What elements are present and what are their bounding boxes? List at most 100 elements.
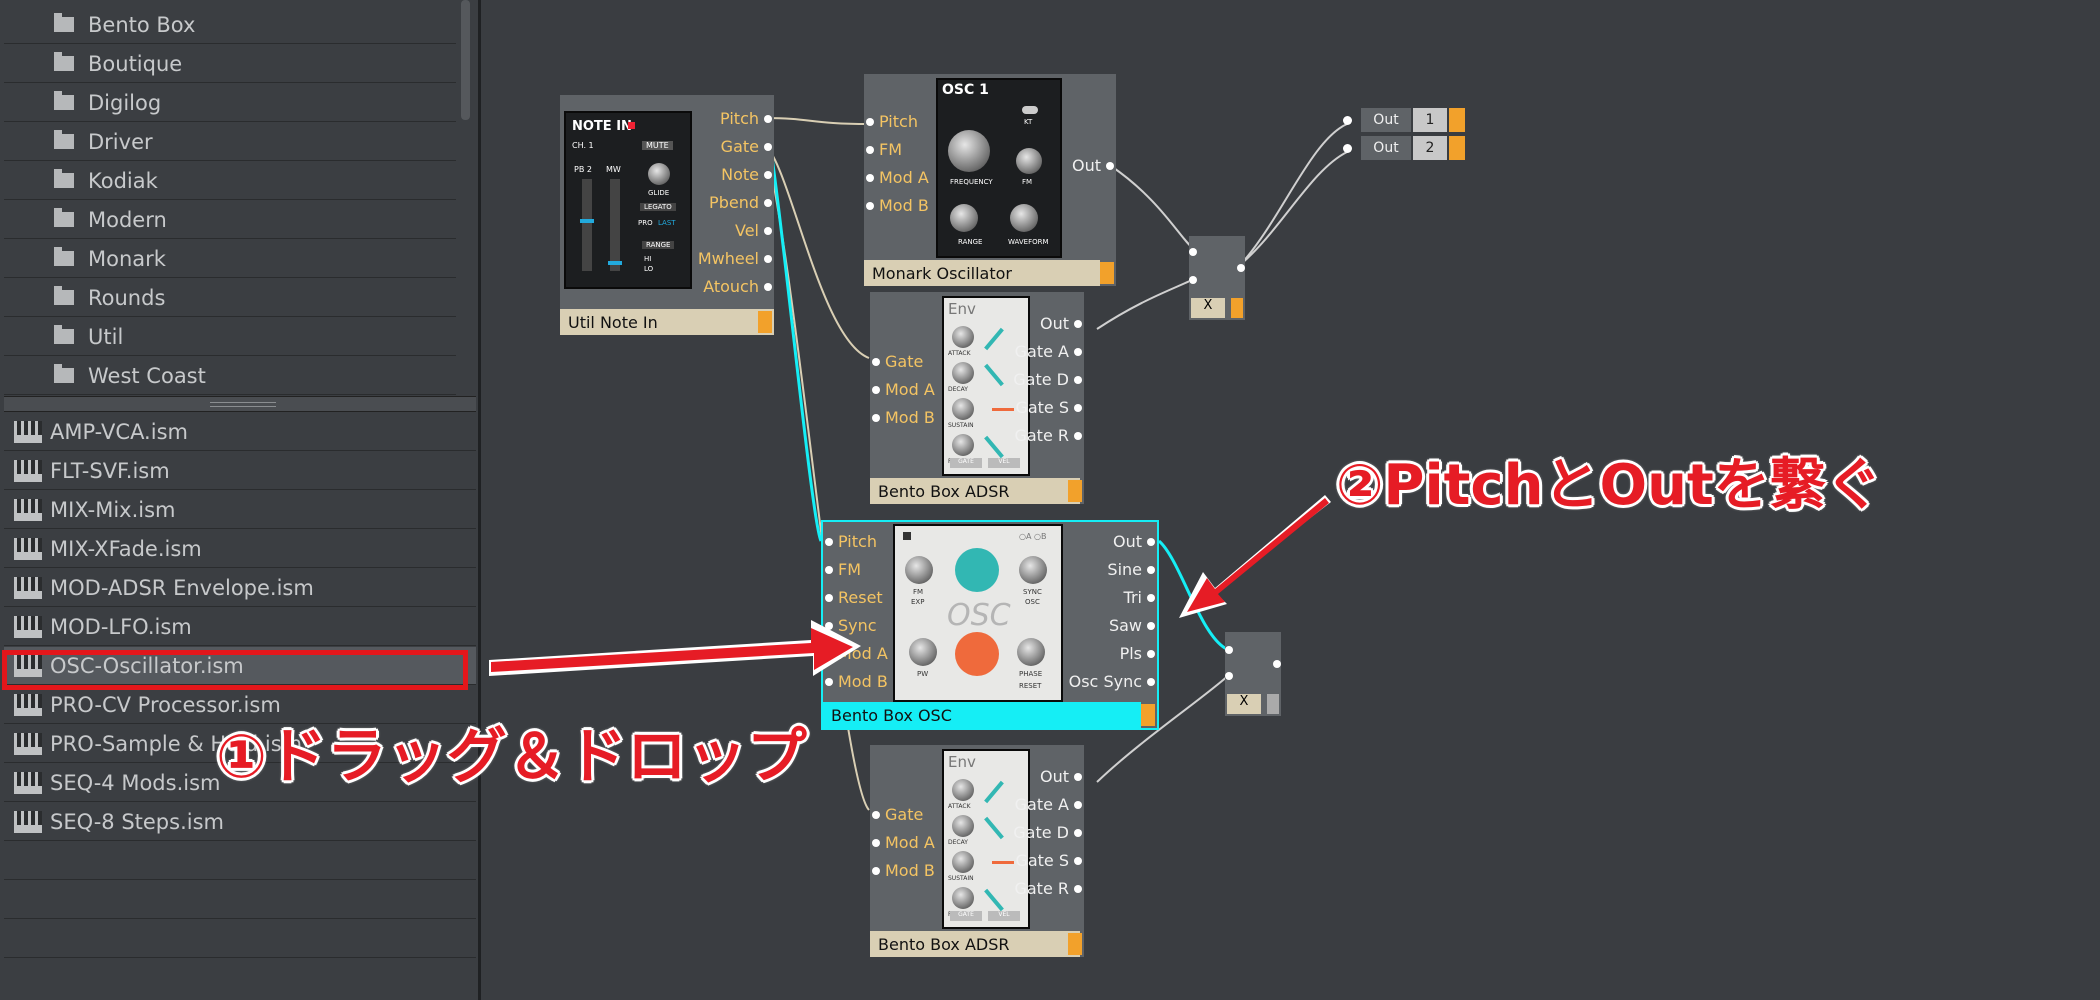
mixer1-in-port-1[interactable] xyxy=(1189,248,1197,256)
port-jack-icon[interactable] xyxy=(1147,649,1155,658)
folder-item[interactable]: Digilog xyxy=(4,84,456,122)
port-in[interactable]: Sync xyxy=(825,616,877,635)
port-in[interactable]: FM xyxy=(866,140,902,159)
port-jack-icon[interactable] xyxy=(1074,884,1082,893)
port-in[interactable]: Mod B xyxy=(825,672,888,691)
folder-item[interactable]: Boutique xyxy=(4,45,456,83)
port-in[interactable]: Mod A xyxy=(825,644,888,663)
port-out[interactable]: Atouch xyxy=(703,277,772,296)
port-out[interactable]: Out xyxy=(1113,532,1155,551)
port-in[interactable]: Pitch xyxy=(825,532,877,551)
module-bento-box-adsr-1[interactable]: EnvATTACKDECAYSUSTAINRELEASEGATEVEL Gate… xyxy=(870,292,1084,504)
port-jack-icon[interactable] xyxy=(866,145,874,154)
port-out[interactable]: Note xyxy=(721,165,772,184)
port-jack-icon[interactable] xyxy=(825,677,833,686)
port-jack-icon[interactable] xyxy=(872,866,880,875)
module-tag-icon[interactable] xyxy=(1100,262,1114,284)
port-jack-icon[interactable] xyxy=(872,413,880,422)
audio-out-row-2[interactable]: Out 2 xyxy=(1343,136,1487,162)
audio-out-row-1[interactable]: Out 1 xyxy=(1343,108,1487,134)
port-jack-icon[interactable] xyxy=(825,593,833,602)
port-out[interactable]: Gate R xyxy=(1014,426,1082,445)
panel-splitter[interactable] xyxy=(4,396,476,412)
folder-scrollbar[interactable] xyxy=(461,0,470,120)
note-in-last[interactable]: LAST xyxy=(658,219,676,227)
port-in[interactable]: Mod A xyxy=(872,380,935,399)
audio-out-note-icon-1[interactable] xyxy=(1449,108,1465,132)
osc-wave-button[interactable] xyxy=(955,632,999,676)
osc-menu-icon[interactable] xyxy=(903,532,911,540)
port-jack-icon[interactable] xyxy=(1147,565,1155,574)
file-item[interactable]: SEQ-8 Steps.ism xyxy=(4,803,476,841)
port-jack-icon[interactable] xyxy=(764,114,772,123)
mixer1-out-port[interactable] xyxy=(1237,264,1245,272)
port-out[interactable]: Mwheel xyxy=(698,249,772,268)
port-out[interactable]: Gate D xyxy=(1013,823,1082,842)
port-jack-icon[interactable] xyxy=(1147,677,1155,686)
module-mixer-1[interactable]: X xyxy=(1189,236,1245,320)
port-out[interactable]: Gate S xyxy=(1015,851,1082,870)
port-jack-icon[interactable] xyxy=(866,117,874,126)
modwheel-slider[interactable] xyxy=(608,179,622,271)
port-out[interactable]: Gate D xyxy=(1013,370,1082,389)
folder-item[interactable]: Util xyxy=(4,318,456,356)
mixer2-in-port-2[interactable] xyxy=(1225,672,1233,680)
port-in[interactable]: Pitch xyxy=(866,112,918,131)
port-in[interactable]: Gate xyxy=(872,805,923,824)
port-in[interactable]: Gate xyxy=(872,352,923,371)
mixer1-in-port-2[interactable] xyxy=(1189,276,1197,284)
folder-item[interactable]: Monark xyxy=(4,240,456,278)
port-in[interactable]: Mod A xyxy=(872,833,935,852)
osc-sync-knob[interactable] xyxy=(1019,556,1047,584)
osc-fm-knob[interactable] xyxy=(905,556,933,584)
port-jack-icon[interactable] xyxy=(825,621,833,630)
env-foot-button[interactable]: VEL xyxy=(988,458,1020,468)
file-item[interactable]: MOD-ADSR Envelope.ism xyxy=(4,569,476,607)
file-item[interactable]: FLT-SVF.ism xyxy=(4,452,476,490)
mixer2-out-port[interactable] xyxy=(1273,660,1281,668)
port-out[interactable]: Tri xyxy=(1124,588,1155,607)
file-item[interactable]: PRO-CV Processor.ism xyxy=(4,686,476,724)
note-in-range[interactable]: RANGE xyxy=(642,241,675,249)
port-in[interactable]: Reset xyxy=(825,588,883,607)
env-knob[interactable] xyxy=(952,887,974,909)
port-jack-icon[interactable] xyxy=(1074,319,1082,328)
port-jack-icon[interactable] xyxy=(872,357,880,366)
module-util-note-in[interactable]: NOTE IN MUTE CH. 1 PB 2 MW GLIDE LEGATO … xyxy=(560,95,774,335)
pitchbend-slider[interactable] xyxy=(580,179,594,271)
port-jack-icon[interactable] xyxy=(872,385,880,394)
file-item[interactable]: MOD-LFO.ism xyxy=(4,608,476,646)
osc-phase-knob[interactable] xyxy=(1017,638,1045,666)
file-item[interactable]: MIX-Mix.ism xyxy=(4,491,476,529)
env-foot-button[interactable]: GATE xyxy=(950,458,982,468)
module-tag-icon[interactable] xyxy=(758,311,772,333)
port-jack-icon[interactable] xyxy=(872,838,880,847)
port-jack-icon[interactable] xyxy=(1106,161,1114,170)
glide-knob[interactable] xyxy=(648,163,670,185)
port-out[interactable]: Gate A xyxy=(1015,342,1082,361)
port-jack-icon[interactable] xyxy=(764,226,772,235)
waveform-knob[interactable] xyxy=(1010,204,1038,232)
port-jack-icon[interactable] xyxy=(1074,375,1082,384)
port-in[interactable]: Mod B xyxy=(872,861,935,880)
folder-item[interactable]: West Coast xyxy=(4,357,456,395)
note-in-mute[interactable]: MUTE xyxy=(642,141,673,150)
fm-knob[interactable] xyxy=(1016,148,1042,174)
audio-out-note-icon-2[interactable] xyxy=(1449,136,1465,160)
module-audio-out[interactable]: Out 1 Out 2 xyxy=(1343,108,1487,166)
note-in-legato[interactable]: LEGATO xyxy=(640,203,676,211)
env-knob[interactable] xyxy=(952,815,974,837)
port-jack-icon[interactable] xyxy=(1074,403,1082,412)
module-tag-icon[interactable] xyxy=(1141,704,1155,726)
osc-pw-knob[interactable] xyxy=(909,638,937,666)
frequency-knob[interactable] xyxy=(948,130,990,172)
module-tag-icon[interactable] xyxy=(1068,933,1082,955)
module-bento-box-osc[interactable]: ○A ○B FM EXP SYNC OSC OSC PW PHASE RESET… xyxy=(821,520,1159,730)
mixer2-in-port-1[interactable] xyxy=(1225,646,1233,654)
kt-toggle[interactable] xyxy=(1022,106,1038,114)
env-knob[interactable] xyxy=(952,851,974,873)
file-item[interactable]: MIX-XFade.ism xyxy=(4,530,476,568)
port-jack-icon[interactable] xyxy=(764,254,772,263)
port-out[interactable]: Pitch xyxy=(720,109,772,128)
env-knob[interactable] xyxy=(952,362,974,384)
